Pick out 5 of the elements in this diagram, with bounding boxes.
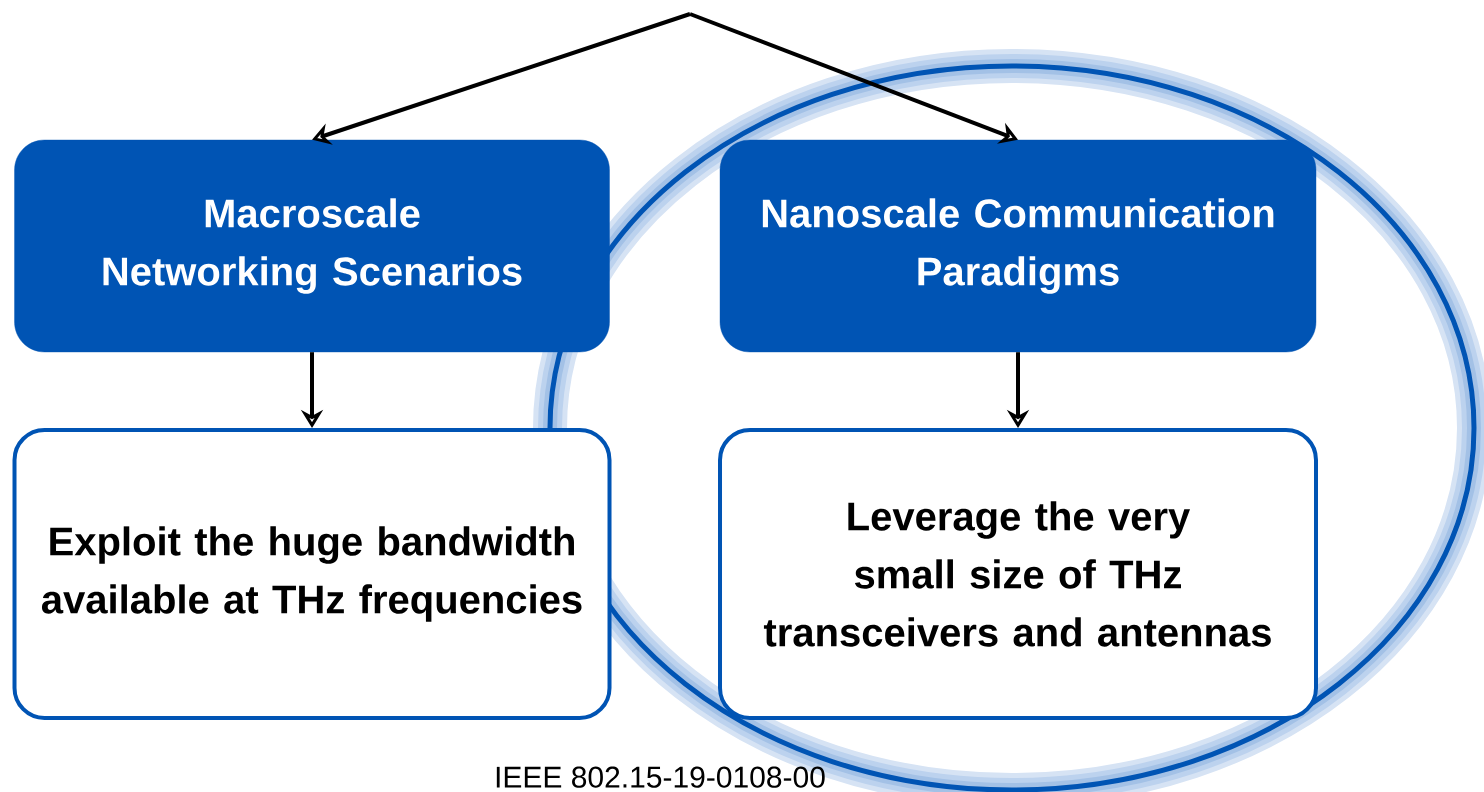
category-box: Macroscale Networking Scenarios xyxy=(14,139,610,353)
description-box: Exploit the huge bandwidth available at THz frequencies xyxy=(12,428,612,720)
category-box: Nanoscale Communication Paradigms xyxy=(719,139,1317,353)
document-number: IEEE 802.15-19-0108-00 xyxy=(496,766,825,788)
description-box: Leverage the very small size of THz transceivers and antennas xyxy=(718,428,1318,720)
